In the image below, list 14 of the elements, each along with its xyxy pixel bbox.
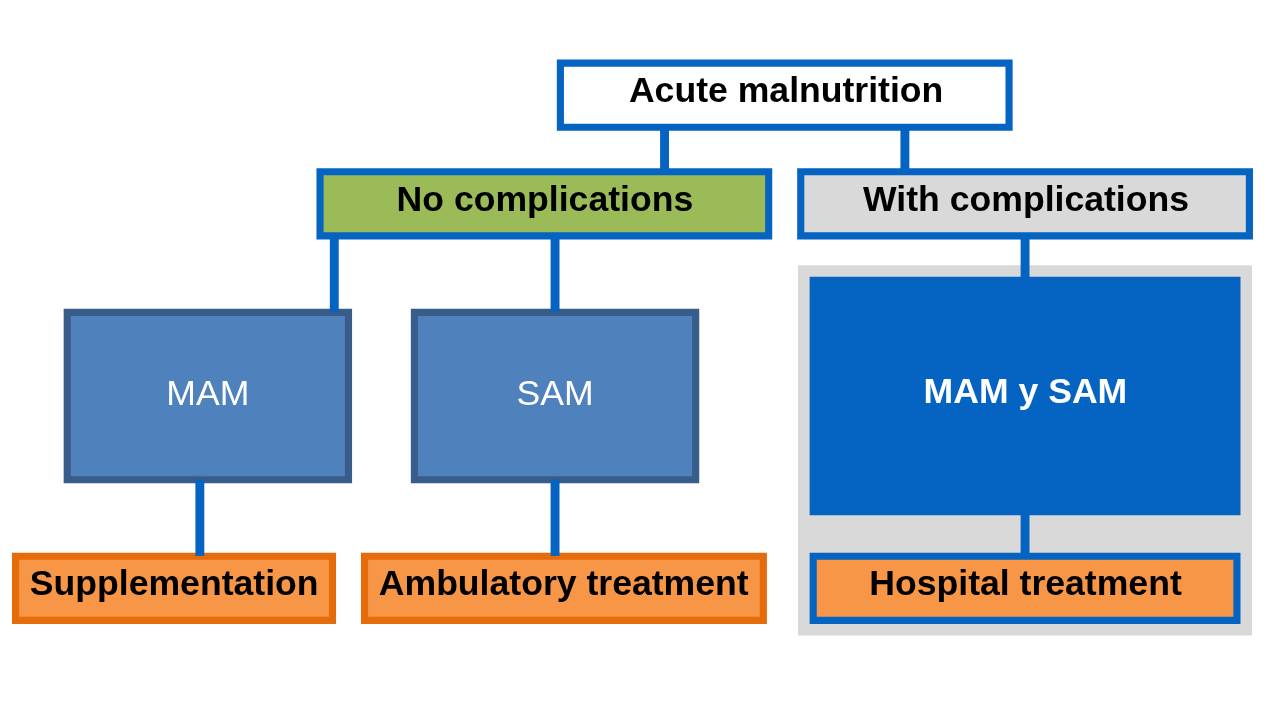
node-box: MAM <box>63 308 353 483</box>
node-box: MAM y SAM <box>809 276 1241 515</box>
cluster <box>798 264 1253 636</box>
node-box: No complications <box>316 167 773 239</box>
connector <box>550 479 560 556</box>
node-box: Acute malnutrition <box>556 59 1013 131</box>
node-box: With complications <box>797 167 1253 239</box>
connector <box>660 127 669 171</box>
node-box: SAM <box>410 308 700 483</box>
connector <box>900 127 910 171</box>
node-box: Hospital treatment <box>809 552 1241 624</box>
node-box: Supplementation <box>12 552 337 624</box>
node-box: Ambulatory treatment <box>361 552 767 624</box>
connector <box>195 479 205 556</box>
